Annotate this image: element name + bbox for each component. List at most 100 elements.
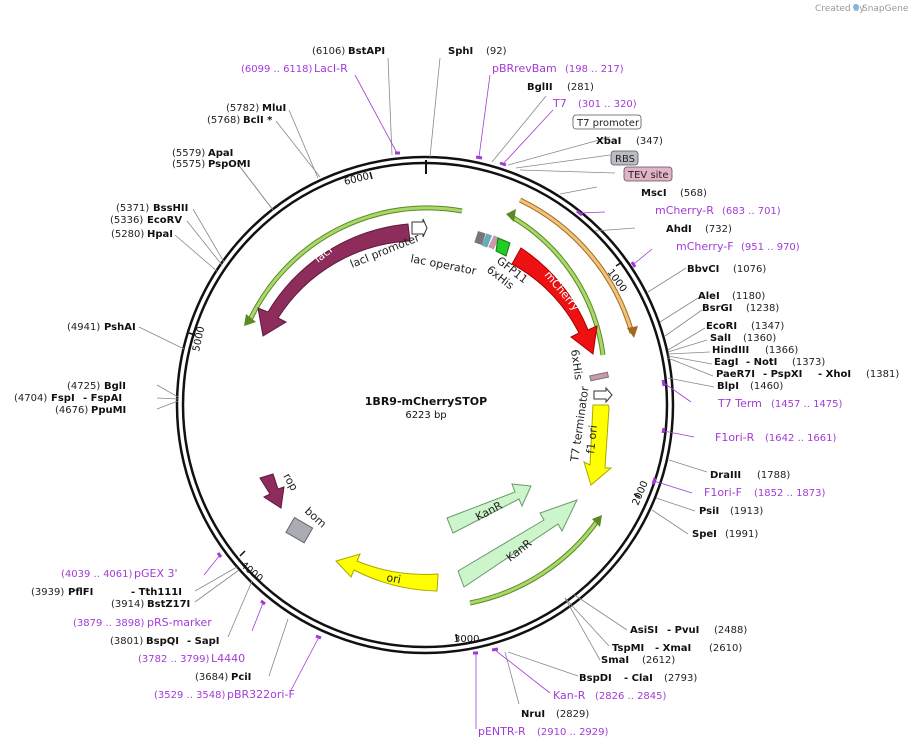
site-bspqi[interactable]: BspQI [146, 636, 179, 647]
laci-feature[interactable] [257, 223, 411, 337]
site-draiii[interactable]: DraIII [710, 470, 741, 481]
site-pcii[interactable]: PciI [231, 672, 251, 683]
svg-text:(1076): (1076) [733, 264, 766, 275]
svg-text:(5782): (5782) [226, 103, 259, 114]
bom-feature[interactable] [285, 516, 314, 544]
primer-kan-r[interactable]: Kan-R [553, 689, 586, 702]
site-tspmi[interactable]: TspMI [612, 643, 644, 654]
site-psii[interactable]: PsiI [699, 506, 719, 517]
svg-text:(951 .. 970): (951 .. 970) [741, 242, 800, 253]
plasmid-length: 6223 bp [405, 410, 446, 421]
site-bbvci[interactable]: BbvCI [687, 264, 719, 275]
site-bcli[interactable]: BclI * [243, 115, 273, 126]
svg-text:(281): (281) [567, 82, 594, 93]
site-bsshii[interactable]: BssHII [153, 203, 188, 214]
site-sali[interactable]: SalI [710, 333, 731, 344]
svg-text:(6106): (6106) [312, 46, 345, 57]
site-bstz17i[interactable]: BstZ17I [147, 599, 190, 610]
orf-arrow-kanr [592, 515, 602, 527]
primer-f1ori-f[interactable]: F1ori-F [704, 486, 742, 499]
primer-mcherry-r[interactable]: mCherry-R [655, 204, 714, 217]
site-fspi[interactable]: FspI [51, 393, 75, 404]
site-xbai[interactable]: XbaI [596, 136, 621, 147]
svg-text:(5336): (5336) [110, 215, 143, 226]
primer-pgex-3[interactable]: pGEX 3' [134, 567, 178, 580]
svg-text:(2610): (2610) [709, 643, 742, 654]
svg-text:(3879 .. 3898): (3879 .. 3898) [73, 618, 145, 629]
svg-text:(2829): (2829) [556, 709, 589, 720]
site-mlui[interactable]: MluI [262, 103, 286, 114]
f1-ori-feature[interactable] [583, 404, 613, 486]
tick-3000: 3000 [454, 634, 479, 645]
site-ecori[interactable]: EcoRI [706, 321, 737, 332]
svg-text:(4676): (4676) [55, 405, 88, 416]
kanr-feature-1[interactable] [446, 483, 532, 534]
site-blpi[interactable]: BlpI [717, 381, 739, 392]
site-asisi[interactable]: AsiSI [630, 625, 658, 636]
plasmid-name: 1BR9-mCherrySTOP [365, 395, 487, 408]
site-ppumi[interactable]: PpuMI [91, 405, 126, 416]
svg-text:- ClaI: - ClaI [624, 673, 653, 684]
svg-text:(1460): (1460) [750, 381, 783, 392]
site-nrui[interactable]: NruI [521, 709, 545, 720]
svg-text:- XhoI: - XhoI [818, 369, 851, 380]
t7-promoter-label: T7 promoter [576, 118, 640, 129]
primer-leader-lines [203, 74, 695, 729]
site-pspomi[interactable]: PspOMI [208, 159, 250, 170]
site-eagi[interactable]: EagI [714, 357, 738, 368]
svg-text:(1366): (1366) [765, 345, 798, 356]
svg-text:(1852 .. 1873): (1852 .. 1873) [754, 488, 826, 499]
site-alei[interactable]: AleI [698, 291, 720, 302]
site-spei[interactable]: SpeI [692, 529, 717, 540]
svg-text:(1238): (1238) [746, 303, 779, 314]
mcherry-feature[interactable] [511, 247, 598, 355]
site-bspdi[interactable]: BspDI [579, 673, 612, 684]
t7-promoter-box [572, 114, 642, 130]
primer-l4440[interactable]: L4440 [211, 652, 245, 665]
svg-text:(1457 .. 1475): (1457 .. 1475) [771, 399, 843, 410]
site-bsrgi[interactable]: BsrGI [702, 303, 732, 314]
site-ahdi[interactable]: AhdI [666, 224, 692, 235]
site-paer7i[interactable]: PaeR7I [716, 369, 755, 380]
svg-text:(5575): (5575) [172, 159, 205, 170]
site-hindiii[interactable]: HindIII [712, 345, 749, 356]
primer-pbr322ori-f[interactable]: pBR322ori-F [227, 688, 295, 701]
primer-pbrrevbam[interactable]: pBRrevBam [492, 62, 557, 75]
site-hpai[interactable]: HpaI [147, 229, 173, 240]
site-bstapi[interactable]: BstAPI [348, 46, 385, 57]
ori-feature[interactable] [335, 553, 439, 592]
primer-mcherry-f[interactable]: mCherry-F [676, 240, 734, 253]
sixhis-feature-2 [589, 371, 610, 382]
site-pflfi[interactable]: PflFI [68, 587, 93, 598]
backbone-outer [175, 155, 675, 655]
site-ecorv[interactable]: EcoRV [147, 215, 182, 226]
primer-laci-r[interactable]: LacI-R [314, 62, 348, 75]
primer-t7[interactable]: T7 [552, 97, 567, 110]
svg-text:(3939): (3939) [31, 587, 64, 598]
svg-text:(198 .. 217): (198 .. 217) [565, 64, 624, 75]
svg-text:(4941): (4941) [67, 322, 100, 333]
rop-feature[interactable] [259, 473, 285, 509]
primer-t7-term[interactable]: T7 Term [717, 397, 762, 410]
credit-text: Created by [815, 4, 865, 14]
svg-text:(5371): (5371) [116, 203, 149, 214]
lac-operator-label: lac operator [409, 252, 477, 278]
tev-label: TEV site [627, 170, 669, 181]
sixhis-label-2: 6xHis [568, 349, 585, 381]
primer-f1ori-r[interactable]: F1ori-R [715, 431, 755, 444]
site-smai[interactable]: SmaI [601, 655, 629, 666]
site-sphi[interactable]: SphI [448, 46, 473, 57]
site-msci[interactable]: MscI [641, 188, 667, 199]
site-bglii[interactable]: BglII [527, 82, 553, 93]
site-apai[interactable]: ApaI [208, 148, 233, 159]
primer-prs-marker[interactable]: pRS-marker [147, 616, 212, 629]
primer-pentr-r[interactable]: pENTR-R [478, 725, 526, 738]
svg-text:- PspXI: - PspXI [763, 369, 802, 380]
svg-text:- XmaI: - XmaI [655, 643, 691, 654]
svg-text:(3914): (3914) [111, 599, 144, 610]
kanr-feature-2[interactable] [457, 499, 578, 588]
site-pshai[interactable]: PshAI [104, 322, 136, 333]
site-bgli[interactable]: BglI [104, 381, 126, 392]
svg-text:(2793): (2793) [664, 673, 697, 684]
svg-text:(1360): (1360) [743, 333, 776, 344]
